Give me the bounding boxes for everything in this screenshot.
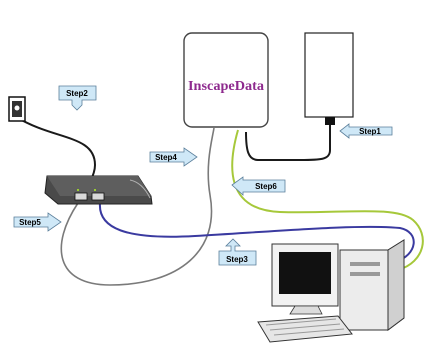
brand-label: InscapeData <box>188 79 264 94</box>
step1-label: Step1 <box>359 127 381 136</box>
step5-callout: Step5 <box>13 212 62 232</box>
power-outlet-icon <box>8 96 26 122</box>
step4-callout: Step4 <box>149 147 198 167</box>
router-to-computer-cable <box>98 202 415 263</box>
step2-callout: Step2 <box>58 85 97 111</box>
step3-callout: Step3 <box>218 238 257 266</box>
step2-label: Step2 <box>66 89 88 98</box>
step5-label: Step5 <box>19 218 41 227</box>
router-to-access-point-cable <box>60 127 215 286</box>
step3-label: Step3 <box>226 255 248 264</box>
step1-callout: Step1 <box>339 123 393 139</box>
access-point-icon: InscapeData <box>183 32 269 128</box>
desktop-computer-icon <box>257 239 405 343</box>
power-adapter-icon <box>304 32 354 125</box>
step6-callout: Step6 <box>231 176 286 196</box>
router-icon <box>44 175 153 205</box>
step6-label: Step6 <box>255 182 277 191</box>
adapter-to-access-point-cable <box>245 125 331 161</box>
outlet-to-router-cable <box>17 117 97 183</box>
access-point-to-computer-cable <box>231 129 424 271</box>
step4-label: Step4 <box>155 153 177 162</box>
